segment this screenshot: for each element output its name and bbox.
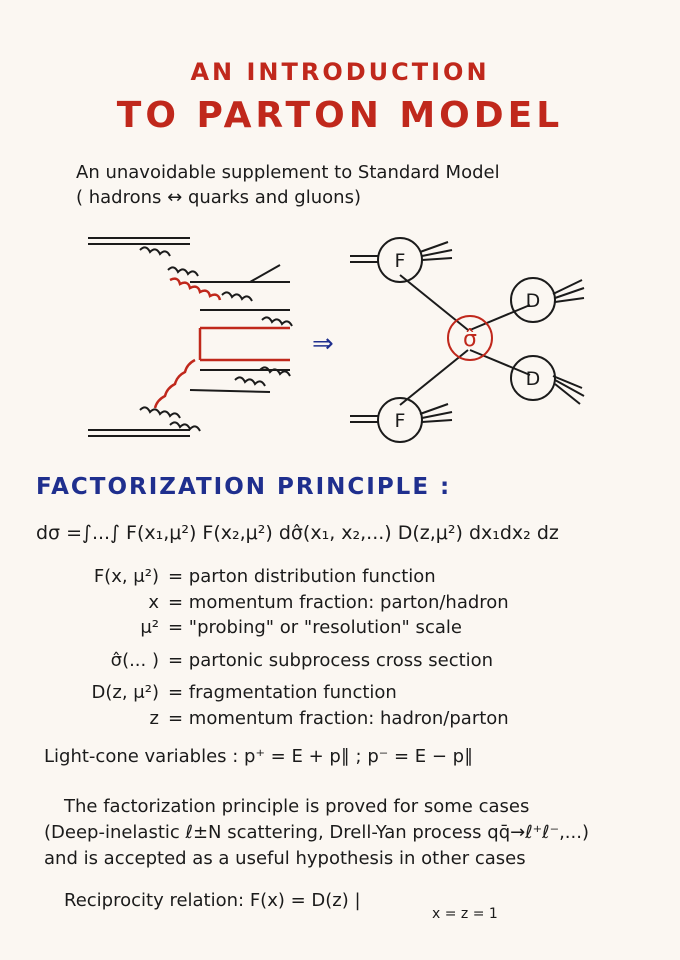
definition-text: = parton distribution function xyxy=(168,566,436,587)
definition-text: = momentum fraction: hadron/parton xyxy=(168,708,509,729)
subtitle-line-2: ( hadrons ↔ quarks and gluons) xyxy=(76,187,361,208)
definition-term: σ̂(... ) xyxy=(110,650,159,671)
title-line-2: TO PARTON MODEL xyxy=(116,95,564,136)
definition-term: μ² xyxy=(140,617,159,638)
definition-text: = fragmentation function xyxy=(168,682,397,703)
light-cone-variables: Light-cone variables : p⁺ = E + p∥ ; p⁻ … xyxy=(44,746,474,767)
parton-model-diagram: ⇒ F F D D σ̂ xyxy=(88,237,585,443)
hard-process-lines xyxy=(153,277,290,409)
paragraph-line-2: (Deep-inelastic ℓ±N scattering, Drell-Ya… xyxy=(44,822,589,843)
blob-diagram xyxy=(350,237,585,443)
blob-f-top: F xyxy=(395,250,406,272)
title-line-1: AN INTRODUCTION xyxy=(190,58,490,86)
definition-text: = partonic subprocess cross section xyxy=(168,650,494,671)
paragraph-line-3: and is accepted as a useful hypothesis i… xyxy=(44,848,526,869)
blob-d-top: D xyxy=(526,290,541,312)
subtitle-line-1: An unavoidable supplement to Standard Mo… xyxy=(76,162,500,183)
definition-term: x xyxy=(148,592,159,613)
blob-d-bottom: D xyxy=(526,368,541,390)
definition-term: z xyxy=(149,708,159,729)
reciprocity-subscript: x = z = 1 xyxy=(432,906,498,922)
definition-text: = "probing" or "resolution" scale xyxy=(168,617,462,638)
definition-term: D(z, μ²) xyxy=(91,682,159,703)
feynman-diagram xyxy=(88,237,293,437)
definition-text: = momentum fraction: parton/hadron xyxy=(168,592,509,613)
definition-term: F(x, μ²) xyxy=(93,566,159,587)
factorization-formula: dσ =∫...∫ F(x₁,μ²) F(x₂,μ²) dσ̂(x₁, x₂,.… xyxy=(36,522,559,544)
blob-sigma-hat: σ̂ xyxy=(463,327,477,352)
blob-f-bottom: F xyxy=(395,410,406,432)
paragraph-line-1: The factorization principle is proved fo… xyxy=(64,796,530,817)
reciprocity-relation: Reciprocity relation: F(x) = D(z) | xyxy=(64,890,361,911)
factorization-heading: FACTORIZATION PRINCIPLE : xyxy=(36,474,452,500)
arrow-icon: ⇒ xyxy=(312,329,334,359)
